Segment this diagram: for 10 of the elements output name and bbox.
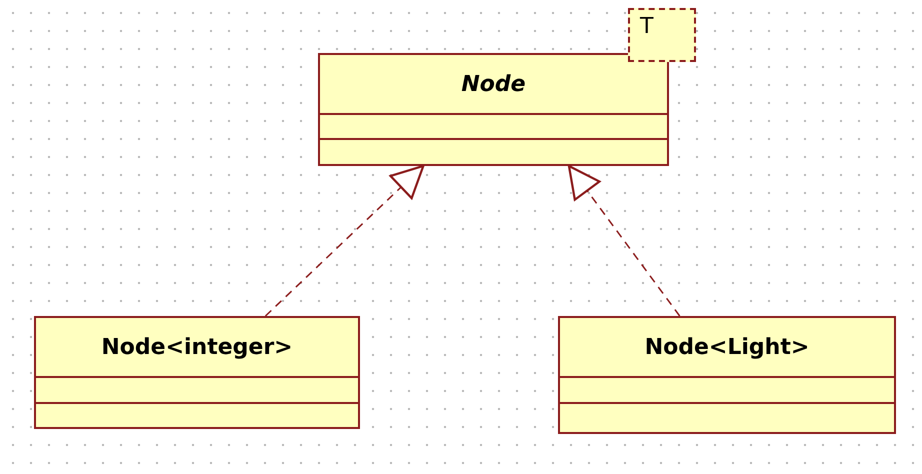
class-name: Node (461, 72, 526, 96)
class-name: Node<Light> (644, 334, 810, 360)
class-box (34, 316, 360, 429)
class-name: Node<integer> (101, 334, 293, 360)
template-parameter-box (628, 8, 696, 62)
realization-arrow (264, 164, 424, 317)
realization-arrow (568, 164, 680, 316)
template-parameter: T (640, 14, 654, 39)
class-box (558, 316, 896, 434)
class-box (318, 53, 669, 166)
